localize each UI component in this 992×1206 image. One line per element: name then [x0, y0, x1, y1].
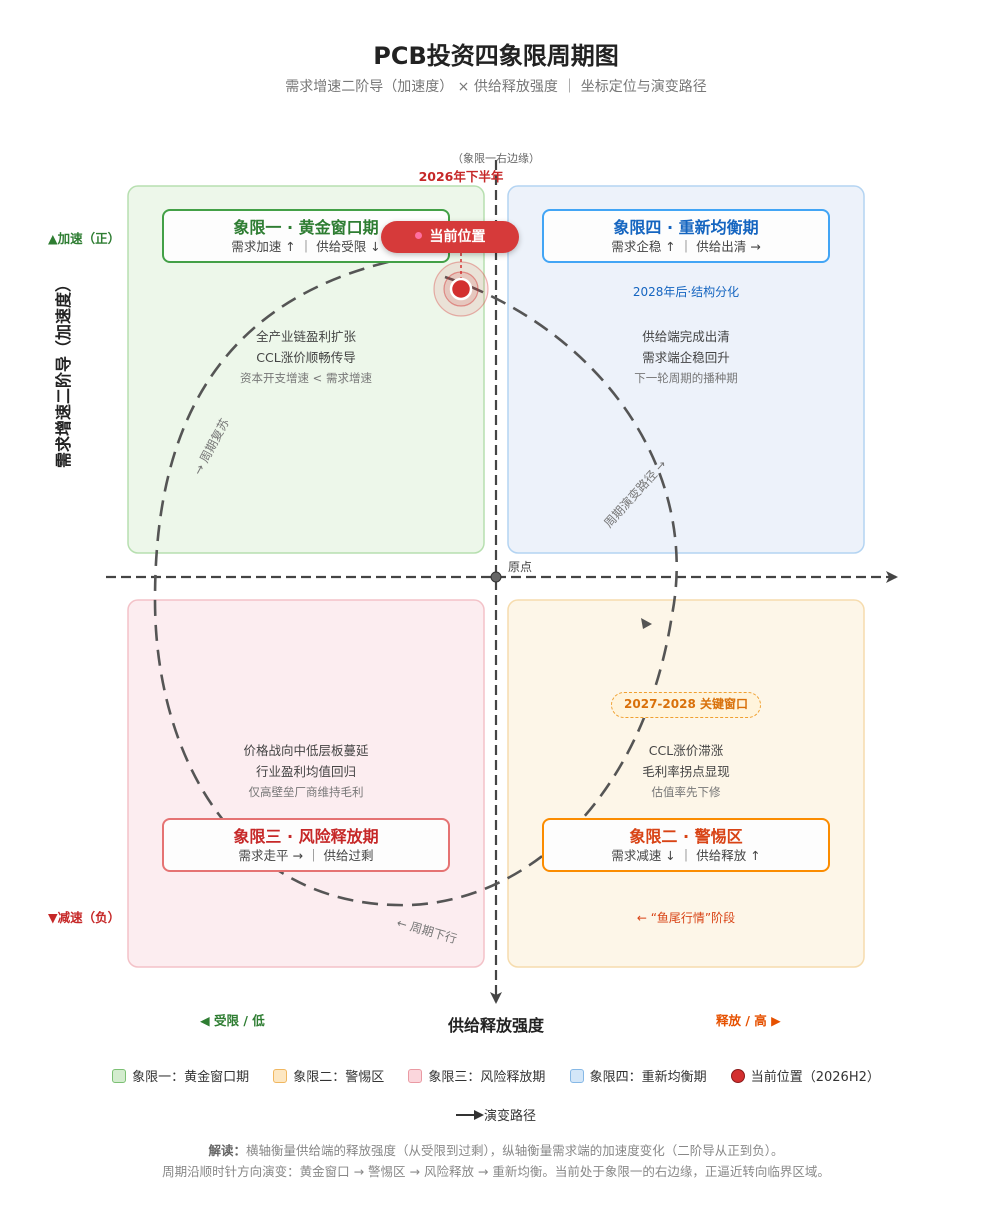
quadrant-2-note: ← “鱼尾行情”阶段 [636, 911, 736, 925]
current-position-dot [449, 277, 473, 301]
legend-swatch-blue [569, 1069, 584, 1083]
quadrant-3-subtitle: 需求走平 → ｜ 供给过剩 [238, 848, 374, 863]
origin-label: 原点 [508, 560, 533, 574]
footer-interpretation: 解读：横轴衡量供给端的释放强度（从受限到过剩），纵轴衡量需求端的加速度变化（二阶… [0, 1140, 992, 1182]
y-negative-label: ▼减速（负） [48, 910, 121, 925]
quadrant-1-desc-line1: 全产业链盈利扩张 [255, 329, 356, 344]
legend-swatch-green [112, 1069, 127, 1083]
quadrant-3-desc-line2: 行业盈利均值回归 [255, 764, 356, 779]
quadrant-3-description: 价格战向中低层板蔓延 行业盈利均值回归 仅高壁垒厂商维持毛利 [156, 740, 456, 803]
quadrant-2-title-box: 象限二 · 警惕区 需求减速 ↓ ｜ 供给释放 ↑ [542, 818, 830, 872]
path-legend: 演变路径 [0, 1105, 992, 1124]
quadrant-4-area [507, 185, 865, 554]
origin-dot [490, 571, 502, 583]
quadrant-4-title: 象限四 · 重新均衡期 [613, 218, 759, 237]
legend-item-q4: 象限四：重新均衡期 [569, 1066, 707, 1085]
quadrant-4-note: 2028年后·结构分化 [632, 285, 740, 299]
quadrant-1-title-box: 象限一 · 黄金窗口期 需求加速 ↑ ｜ 供给受限 ↓ [162, 209, 450, 263]
quadrant-3-desc-line1: 价格战向中低层板蔓延 [243, 743, 369, 758]
y-positive-label: ▲加速（正） [48, 231, 121, 246]
legend-item-q3: 象限三：风险释放期 [408, 1066, 545, 1085]
quadrant-1-description: 全产业链盈利扩张 CCL涨价顺畅传导 资本开支增速 < 需求增速 [156, 326, 456, 389]
footer-bold: 解读： [208, 1143, 246, 1158]
path-direction-arrow [641, 618, 652, 629]
pin-icon [414, 232, 422, 239]
edge-note: （象限一右边缘） [452, 152, 540, 165]
legend-swatch-red [408, 1069, 423, 1083]
quadrant-3-title-box: 象限三 · 风险释放期 需求走平 → ｜ 供给过剩 [162, 818, 450, 872]
legend: 象限一：黄金窗口期 象限二：警惕区 象限三：风险释放期 象限四：重新均衡期 当前… [0, 1066, 992, 1085]
path-legend-label: 演变路径 [483, 1109, 536, 1124]
x-low-label: ◀ 受限 / 低 [200, 1013, 265, 1028]
legend-item-q1: 象限一：黄金窗口期 [112, 1066, 249, 1085]
quadrant-3-desc-line3: 仅高壁垒厂商维持毛利 [248, 785, 364, 799]
y-axis-title: 需求增速二阶导（加速度） [54, 275, 73, 469]
footer-line2: 周期沿顺时针方向演变：黄金窗口 → 警惕区 → 风险释放 → 重新均衡。当前处于… [162, 1164, 830, 1179]
quadrant-1-area [127, 185, 485, 554]
quadrant-4-desc-line3: 下一轮周期的播种期 [634, 371, 738, 385]
quadrant-2-description: CCL涨价滞涨 毛利率拐点显现 估值率先下修 [536, 740, 836, 803]
path-legend-arrow-icon [455, 1110, 484, 1120]
x-axis-title: 供给释放强度 [447, 1016, 544, 1035]
quadrant-4-desc-line2: 需求端企稳回升 [642, 350, 730, 365]
key-window-badge: 2027-2028 关键窗口 [611, 692, 761, 718]
quadrant-2-subtitle: 需求减速 ↓ ｜ 供给释放 ↑ [611, 848, 761, 863]
current-position-text: 当前位置 [429, 229, 486, 245]
legend-item-current: 当前位置（2026H2） [730, 1066, 880, 1085]
quadrant-2-title: 象限二 · 警惕区 [629, 827, 743, 846]
evolution-path [153, 249, 678, 907]
quadrant-4-subtitle: 需求企稳 ↑ ｜ 供给出清 → [611, 239, 761, 254]
x-high-label: 释放 / 高 ▶ [716, 1013, 781, 1028]
quadrant-4-description: 供给端完成出清 需求端企稳回升 下一轮周期的播种期 [536, 326, 836, 389]
quadrant-4-title-box: 象限四 · 重新均衡期 需求企稳 ↑ ｜ 供给出清 → [542, 209, 830, 263]
period-marker: 2026年下半年 [418, 169, 504, 184]
legend-item-q2: 象限二：警惕区 [273, 1066, 384, 1085]
quadrant-2-desc-line3: 估值率先下修 [651, 785, 721, 799]
quadrant-2-desc-line1: CCL涨价滞涨 [648, 743, 724, 758]
quadrant-3-title: 象限三 · 风险释放期 [233, 827, 379, 846]
footer-line1: 解读：横轴衡量供给端的释放强度（从受限到过剩），纵轴衡量需求端的加速度变化（二阶… [208, 1143, 784, 1158]
quadrant-1-desc-line2: CCL涨价顺畅传导 [256, 350, 356, 365]
quadrant-3-area [127, 599, 485, 968]
current-position-label: 当前位置 [381, 221, 519, 253]
legend-swatch-orange [273, 1069, 288, 1083]
quadrant-1-subtitle: 需求加速 ↑ ｜ 供给受限 ↓ [231, 239, 381, 254]
quadrant-2-area [507, 599, 865, 968]
quadrant-2-desc-line2: 毛利率拐点显现 [642, 764, 730, 779]
quadrant-1-title: 象限一 · 黄金窗口期 [233, 218, 379, 237]
quadrant-4-desc-line1: 供给端完成出清 [642, 329, 730, 344]
legend-current-dot [730, 1069, 745, 1083]
quadrant-1-desc-line3: 资本开支增速 < 需求增速 [240, 371, 372, 385]
page-title: PCB投资四象限周期图 [373, 42, 619, 70]
page-subtitle: 需求增速二阶导（加速度） × 供给释放强度 ｜ 坐标定位与演变路径 [285, 79, 707, 95]
